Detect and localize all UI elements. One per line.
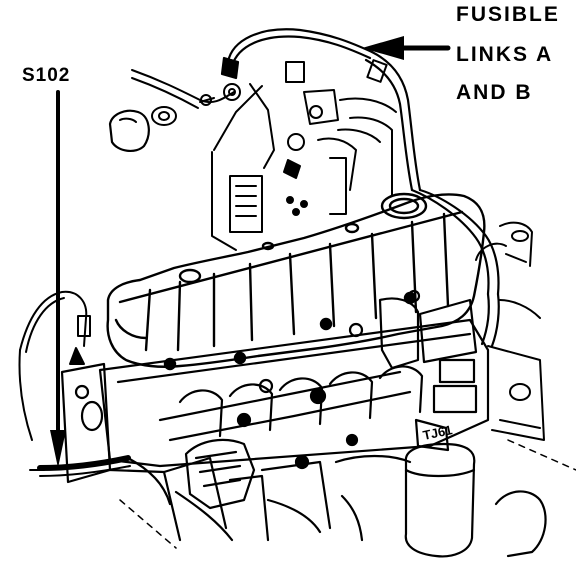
s102-label: S102 [22, 65, 71, 86]
reference-dashes [119, 439, 576, 549]
intake-marking-text: TJ61 [422, 422, 454, 443]
fusible-links-arrow [362, 36, 451, 60]
engine-block-front [37, 362, 547, 558]
fusible-links-label-line-3: AND B [456, 81, 533, 104]
left-cable-loop [18, 290, 91, 471]
upper-bracket [211, 83, 397, 251]
fusible-links-label-line-2: LINKS A [456, 43, 554, 66]
fusible-links-label-line-1: FUSIBLE [456, 3, 560, 26]
right-side-components [475, 221, 545, 441]
upper-wiring-harness [220, 28, 500, 348]
left-battery-cable [108, 69, 241, 152]
valve-cover [106, 192, 486, 371]
s102-arrow [50, 90, 66, 468]
